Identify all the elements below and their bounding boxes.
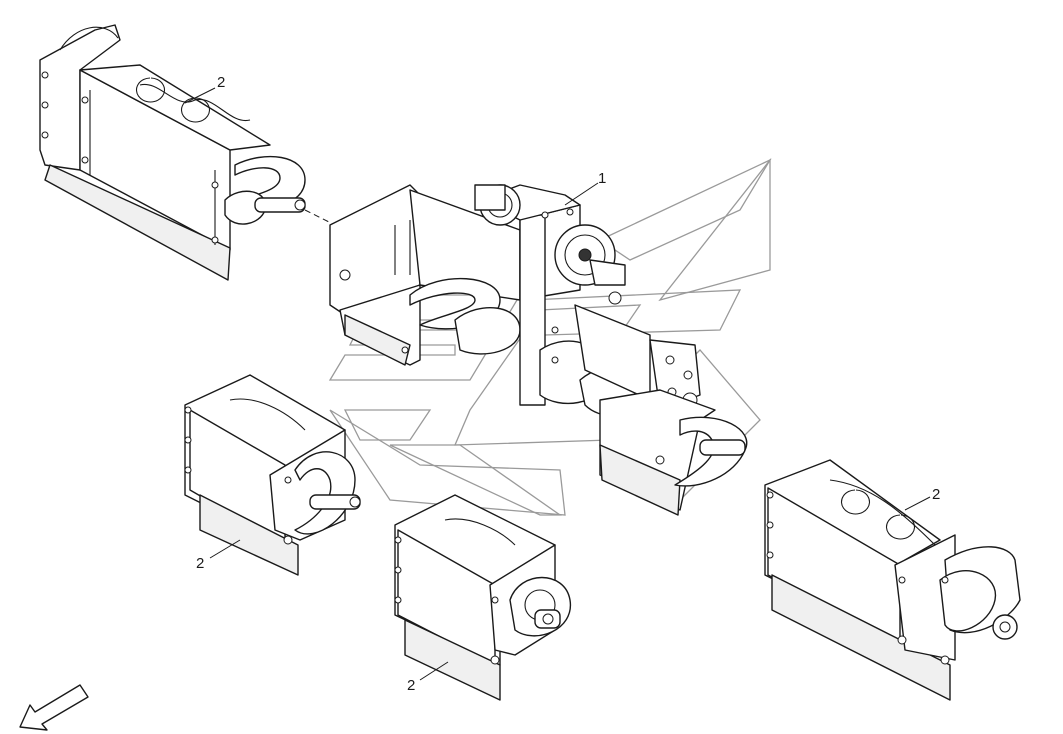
auger-section-middle-left <box>184 374 361 576</box>
callout-label-item-1: 1 <box>598 170 606 187</box>
direction-arrow-icon <box>19 684 89 731</box>
main-rotor-assembly <box>329 184 748 516</box>
centerline-top-left <box>304 209 336 226</box>
auger-section-right <box>764 459 1021 701</box>
leader-lines <box>184 87 931 681</box>
callout-label-item-2-top-left: 2 <box>217 74 225 91</box>
callout-label-item-2-bottom-center: 2 <box>407 677 415 694</box>
callout-label-item-2-middle-left: 2 <box>196 555 204 572</box>
callout-label-item-2-right: 2 <box>932 486 940 503</box>
auger-section-top-left <box>39 24 306 281</box>
auger-section-bottom-center <box>394 494 571 701</box>
